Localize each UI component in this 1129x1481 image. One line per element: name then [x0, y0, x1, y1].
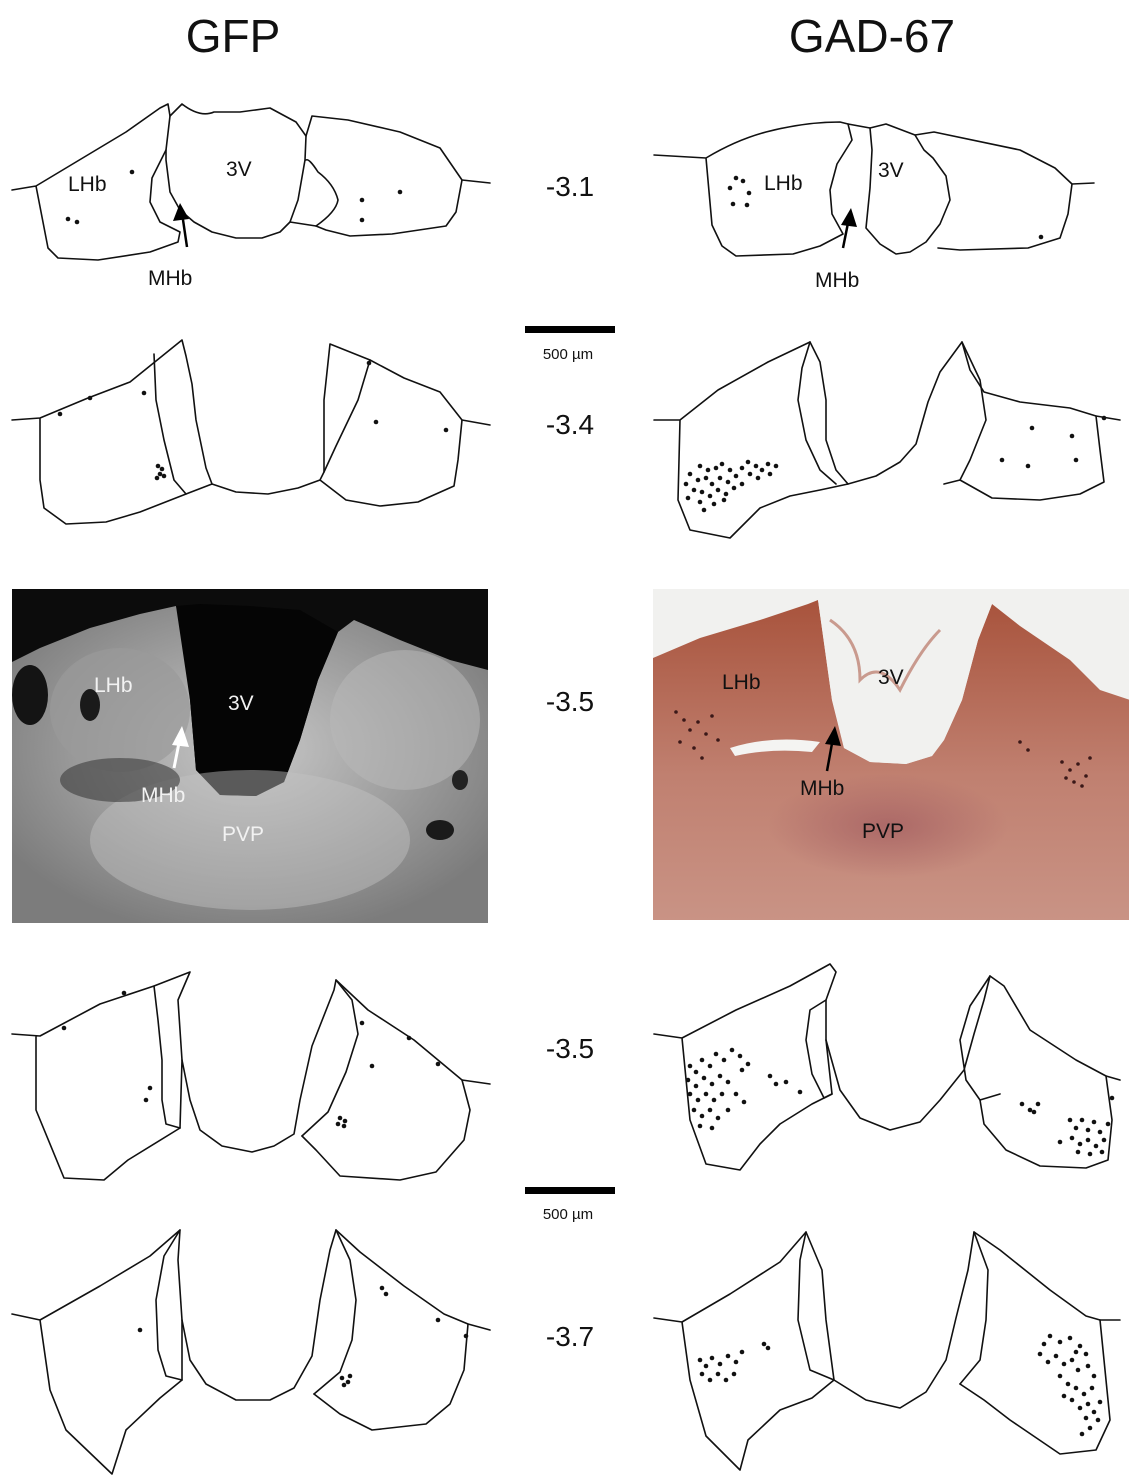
labelled-cells — [62, 991, 441, 1129]
label-lhb: LHb — [722, 671, 761, 694]
label-mhb: MHb — [800, 777, 844, 800]
scale-bar-bottom-label: 500 µm — [543, 1206, 593, 1223]
label-third-ventricle: 3V — [878, 666, 904, 689]
gfp-section-4 — [12, 972, 490, 1180]
gfp-photomicrograph: LHb 3V MHb PVP — [12, 589, 488, 923]
labelled-cells — [58, 361, 449, 481]
level-label-2: -3.4 — [546, 409, 594, 440]
column-heading-gfp: GFP — [186, 10, 281, 62]
label-third-ventricle: 3V — [226, 158, 252, 181]
label-third-ventricle: 3V — [878, 159, 904, 182]
label-pvp: PVP — [862, 820, 904, 843]
label-mhb: MHb — [141, 784, 185, 807]
level-label-3: -3.5 — [546, 686, 594, 717]
scale-bar-bottom: 500 µm — [525, 1187, 615, 1223]
scale-bar-top: 500 µm — [525, 326, 615, 363]
gfp-section-5 — [12, 1230, 490, 1474]
gad67-section-5 — [654, 1232, 1120, 1470]
level-label-5: -3.7 — [546, 1321, 594, 1352]
label-third-ventricle: 3V — [228, 692, 254, 715]
gad67-section-1: LHb 3V MHb — [654, 122, 1094, 292]
column-heading-gad67: GAD-67 — [789, 10, 955, 62]
gad67-photomicrograph: LHb 3V MHb PVP — [653, 589, 1129, 920]
label-lhb: LHb — [94, 674, 133, 697]
label-lhb: LHb — [764, 172, 803, 195]
labelled-cells — [698, 1334, 1103, 1437]
gfp-section-1: LHb 3V MHb — [12, 104, 490, 290]
label-lhb: LHb — [68, 173, 107, 196]
label-pvp: PVP — [222, 823, 264, 846]
gad67-section-4 — [654, 964, 1120, 1170]
level-label-1: -3.1 — [546, 171, 594, 202]
scale-bar-top-label: 500 µm — [543, 346, 593, 363]
label-mhb: MHb — [148, 267, 192, 290]
level-label-4: -3.5 — [546, 1033, 594, 1064]
label-mhb: MHb — [815, 269, 859, 292]
labelled-cells — [686, 1048, 1115, 1157]
gad67-section-2 — [654, 342, 1120, 538]
gfp-section-2 — [12, 340, 490, 524]
